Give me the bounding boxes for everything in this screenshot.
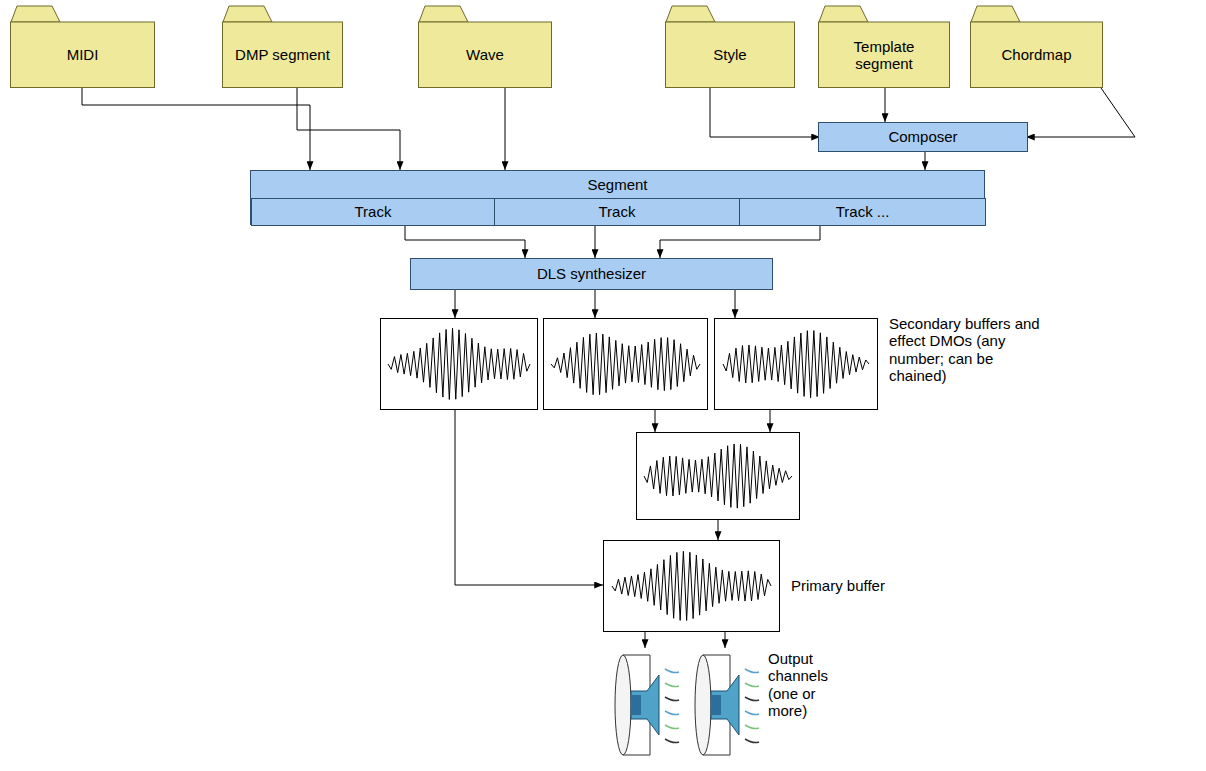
buffer-box <box>637 433 800 520</box>
process-box: DLS synthesizer <box>410 258 773 290</box>
folder-tab <box>223 6 272 22</box>
signal-wire <box>645 632 646 648</box>
signal-wire <box>770 410 771 432</box>
band-heading: Segment <box>251 171 984 198</box>
process-box: Track <box>494 198 740 226</box>
folder-label: Template segment <box>824 38 944 73</box>
folder-body-outline <box>971 22 1103 88</box>
folder-body: MIDI <box>10 22 155 88</box>
flow-arrow <box>660 226 820 258</box>
folder-tab <box>419 6 468 22</box>
flow-arrow <box>297 88 400 170</box>
signal-wire <box>455 290 456 318</box>
flow-arrow <box>735 290 736 318</box>
process-box: Composer <box>818 122 1028 152</box>
flow-arrow <box>505 88 506 170</box>
folder-body-outline <box>223 22 343 88</box>
file-folder: Style <box>665 5 795 88</box>
file-folder: Wave <box>418 5 552 88</box>
flow-arrow <box>1026 88 1135 137</box>
folder-body: DMP segment <box>222 22 343 88</box>
signal-wire <box>655 410 656 432</box>
folder-tab <box>11 6 60 22</box>
box-label: Track <box>599 203 636 220</box>
flow-arrow <box>595 226 596 258</box>
waveform-trace <box>388 328 530 399</box>
buffer-box <box>381 319 538 410</box>
folder-label: Style <box>713 46 746 63</box>
folder-label: Wave <box>466 46 504 63</box>
signal-wire <box>595 290 596 318</box>
flow-arrow <box>925 152 926 170</box>
waveform-trace <box>551 333 700 395</box>
signal-wire <box>718 520 719 540</box>
segment-band: SegmentTrack Track Track ... <box>250 170 985 225</box>
box-label: Composer <box>888 128 957 145</box>
flow-arrow <box>710 88 820 137</box>
box-label: Track <box>355 203 392 220</box>
buffer-outline <box>637 433 800 520</box>
file-folder: MIDI <box>10 5 155 88</box>
folder-body: Chordmap <box>970 22 1103 88</box>
waveform <box>604 541 779 631</box>
speaker-icon <box>695 655 759 755</box>
box-label: DLS synthesizer <box>537 265 646 282</box>
process-box: Track <box>251 198 495 226</box>
file-folder: Chordmap <box>970 5 1103 88</box>
buffer-outline <box>544 319 708 410</box>
waveform <box>715 319 877 409</box>
flow-arrow <box>885 88 886 122</box>
folder-body: Wave <box>418 22 552 88</box>
buffer-box <box>544 319 708 410</box>
folder-label: Chordmap <box>1001 46 1071 63</box>
waveform-trace <box>723 331 869 398</box>
folder-body-outline <box>419 22 552 88</box>
signal-wire <box>455 410 603 585</box>
waveform-trace <box>612 551 771 620</box>
flow-arrow <box>82 88 310 170</box>
folder-body: Style <box>665 22 795 88</box>
folder-tab <box>971 6 1020 22</box>
buffer-label: Secondary buffers and effect DMOs (any n… <box>889 315 1049 384</box>
output-label: Output channels (one or more) <box>768 650 848 719</box>
buffer-box: Primary buffer <box>603 540 780 632</box>
flow-arrow <box>405 226 525 258</box>
process-box: Track ... <box>739 198 986 226</box>
box-label: Track ... <box>836 203 890 220</box>
folder-body-outline <box>666 22 795 88</box>
speaker-icon <box>615 655 679 755</box>
file-folder: Template segment <box>818 5 950 88</box>
folder-tab <box>819 6 868 22</box>
buffer-label: Primary buffer <box>791 577 931 594</box>
file-folder: DMP segment <box>222 5 343 88</box>
buffer-box: Secondary buffers and effect DMOs (any n… <box>714 318 878 410</box>
folder-label: DMP segment <box>235 46 330 63</box>
folder-body: Template segment <box>818 22 950 88</box>
waveform-trace <box>644 444 792 508</box>
signal-wire <box>725 632 726 648</box>
folder-label: MIDI <box>67 46 99 63</box>
folder-body-outline <box>819 22 950 88</box>
folder-body-outline <box>11 22 155 88</box>
buffer-outline <box>381 319 538 410</box>
folder-tab <box>666 6 715 22</box>
